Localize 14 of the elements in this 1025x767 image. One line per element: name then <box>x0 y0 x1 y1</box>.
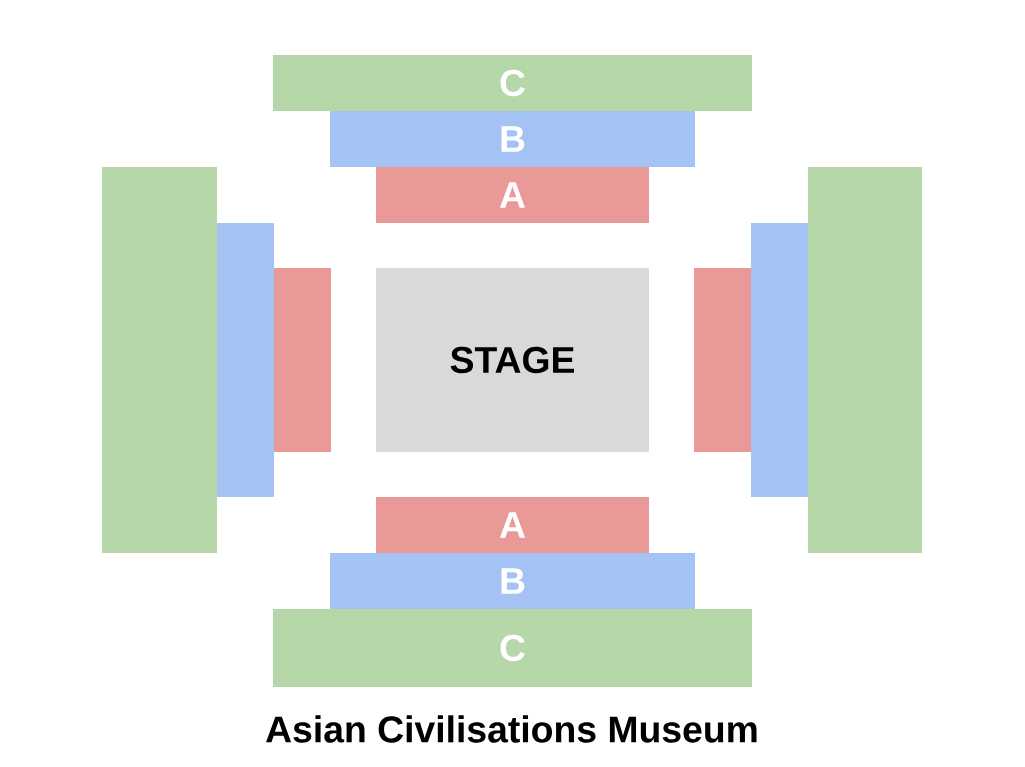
seating-section <box>217 223 274 497</box>
seating-section <box>274 268 331 452</box>
seating-section <box>102 167 217 553</box>
caption: Asian Civilisations Museum <box>266 715 757 743</box>
seating-section: A <box>376 497 649 553</box>
seating-section: A <box>376 167 649 223</box>
seating-section <box>694 268 751 452</box>
seating-section: B <box>330 553 695 609</box>
seating-section: C <box>273 609 752 687</box>
seating-section <box>808 167 922 553</box>
seating-section <box>751 223 808 497</box>
seating-section: B <box>330 111 695 167</box>
seating-section: C <box>273 55 752 111</box>
stage-area: STAGE <box>376 268 649 452</box>
